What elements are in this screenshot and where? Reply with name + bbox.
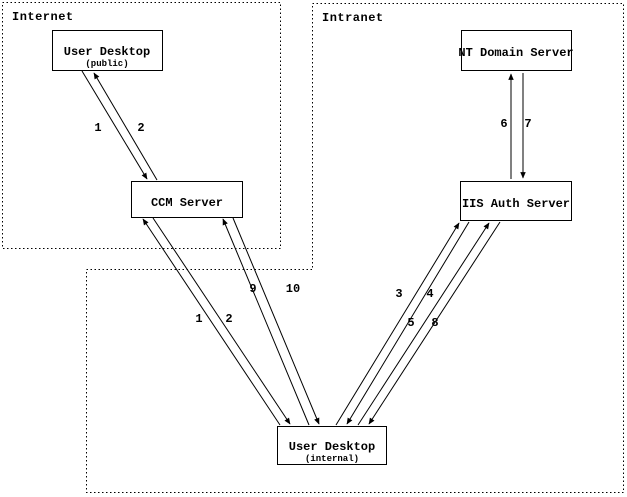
edge-label: 3 xyxy=(395,287,402,301)
edge-label: 2 xyxy=(225,312,232,326)
iis-auth-server-label: IIS Auth Server xyxy=(462,197,570,211)
zone-internet: Internet xyxy=(2,2,281,249)
edge-9-internal-to-ccm xyxy=(222,218,310,426)
user-desktop-internal-sublabel: (internal) xyxy=(305,454,359,464)
edge-1-public-to-ccm xyxy=(81,70,148,180)
user-desktop-public-box xyxy=(52,30,163,71)
edge-label: 6 xyxy=(500,117,507,131)
nt-domain-server-box xyxy=(461,30,572,71)
edge-label: 8 xyxy=(431,316,438,330)
intranet-zone-border xyxy=(86,3,624,493)
edge-1-internal-to-ccm xyxy=(142,218,281,426)
edge-label: 9 xyxy=(249,282,256,296)
user-desktop-internal-label: User Desktop xyxy=(289,440,375,454)
edge-8-iis-to-internal xyxy=(368,221,501,425)
edge-label: 4 xyxy=(426,287,433,301)
user-desktop-public-label: User Desktop xyxy=(64,45,150,59)
node-user-desktop-internal: User Desktop (internal) xyxy=(277,426,387,465)
user-desktop-public-sublabel: (public) xyxy=(85,59,128,69)
edge-5-internal-to-iis xyxy=(357,222,490,426)
user-desktop-internal-box xyxy=(277,426,387,465)
node-user-desktop-public: User Desktop (public) xyxy=(52,30,163,71)
zone-intranet: Intranet xyxy=(86,3,624,493)
iis-auth-server-box xyxy=(460,181,572,221)
edge-10-ccm-to-internal xyxy=(232,217,320,425)
edge-label: 10 xyxy=(286,282,300,296)
edge-label: 2 xyxy=(137,121,144,135)
internet-zone-label: Internet xyxy=(12,10,74,24)
node-iis-auth-server: IIS Auth Server xyxy=(460,181,572,221)
ccm-server-label: CCM Server xyxy=(151,196,223,210)
edge-label: 7 xyxy=(524,117,531,131)
edge-4-iis-to-internal xyxy=(346,221,470,425)
nt-domain-server-label: NT Domain Server xyxy=(458,46,573,60)
edge-label: 5 xyxy=(407,316,414,330)
edge-label: 1 xyxy=(195,312,202,326)
edges: 1 2 1 2 9 10 3 4 5 8 6 7 xyxy=(81,70,532,426)
node-nt-domain-server: NT Domain Server xyxy=(458,30,574,71)
ccm-server-box xyxy=(131,181,243,218)
edge-2-ccm-to-internal xyxy=(152,217,291,425)
internet-zone-border xyxy=(2,2,281,249)
intranet-zone-label: Intranet xyxy=(322,11,384,25)
edge-label: 1 xyxy=(94,121,101,135)
edge-3-internal-to-iis xyxy=(335,222,460,426)
node-ccm-server: CCM Server xyxy=(131,181,243,218)
edge-2-ccm-to-public xyxy=(93,72,158,181)
